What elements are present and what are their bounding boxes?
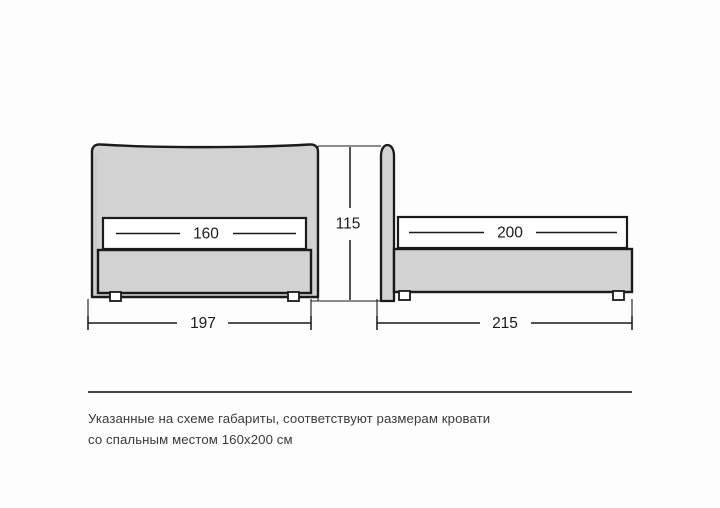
total-width-dimension-group: 197	[87, 299, 312, 332]
side-headboard-shape	[379, 143, 396, 303]
caption: Указанные на схеме габариты, соответству…	[88, 408, 648, 450]
dim-160-label: 160	[193, 226, 219, 243]
side-bed-base	[392, 247, 634, 294]
front-leg-left	[109, 291, 122, 302]
dim-215-label: 215	[492, 315, 518, 332]
side-leg-left	[398, 290, 411, 301]
front-view-group: 160	[90, 143, 320, 302]
front-bed-base	[96, 248, 313, 295]
height-dimension-group: 115	[311, 145, 381, 302]
caption-line-2: со спальным местом 160x200 см	[88, 432, 293, 447]
dim-200-label: 200	[497, 225, 523, 242]
front-leg-right	[287, 291, 300, 302]
dim-197-label: 197	[190, 315, 216, 332]
dim-115-label: 115	[336, 216, 361, 233]
total-length-dimension-group: 215	[376, 299, 633, 332]
side-leg-right	[612, 290, 625, 301]
caption-line-1: Указанные на схеме габариты, соответству…	[88, 411, 491, 426]
side-view-group: 200	[379, 143, 634, 303]
